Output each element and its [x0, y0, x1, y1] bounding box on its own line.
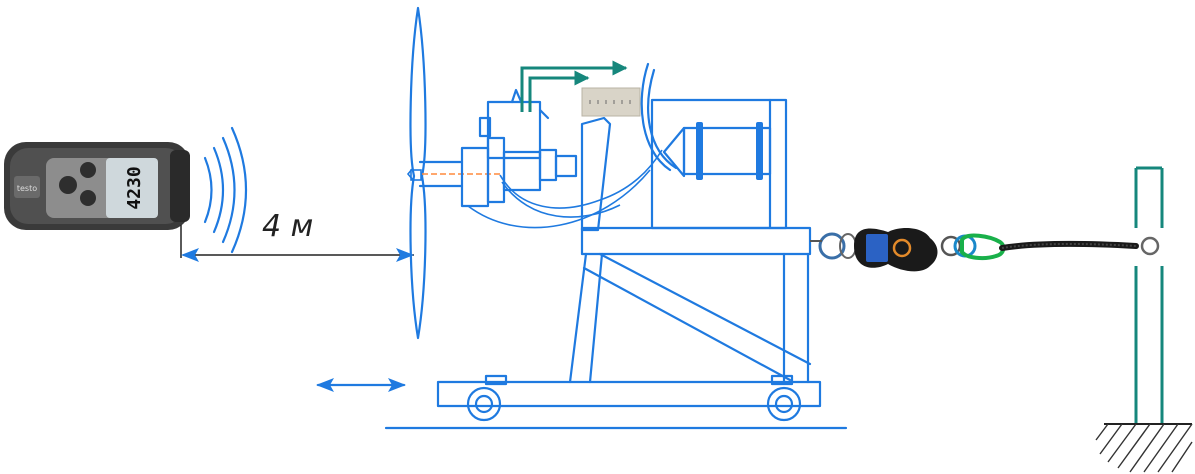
horizontal-beam [580, 226, 812, 256]
distance-label: 4 м [262, 209, 313, 244]
front-wheel-icon [466, 386, 502, 422]
force-arrows [520, 60, 628, 112]
svg-text:testo: testo [17, 184, 37, 193]
cables [467, 62, 678, 229]
power-button-icon [59, 176, 77, 194]
rear-motor [662, 122, 772, 180]
motor-block [478, 88, 550, 160]
meter-display-value: 4230 [124, 166, 145, 209]
mount-plate [580, 116, 612, 232]
lower-frame [568, 252, 812, 384]
fixed-post [1104, 166, 1192, 425]
signal-waves-icon [203, 126, 248, 254]
digital-scale [839, 228, 977, 272]
handheld-meter: 4230 testo [4, 142, 190, 230]
beam-hook [810, 232, 846, 260]
movement-arrow [316, 378, 406, 392]
ruler-scale [581, 87, 641, 117]
meter-display-screen [106, 158, 158, 218]
elastic-cord [999, 236, 1160, 256]
brand-logo [14, 176, 40, 198]
distance-dimension: 4 м [180, 209, 414, 262]
ground-hatch [1095, 423, 1193, 473]
scale-button-icon [892, 238, 912, 258]
cart-base [436, 374, 822, 422]
hub-coupling [460, 136, 578, 208]
carabiner [960, 233, 1006, 261]
rear-wheel-icon [766, 386, 802, 422]
scale-display [866, 234, 888, 262]
propeller [406, 6, 427, 340]
